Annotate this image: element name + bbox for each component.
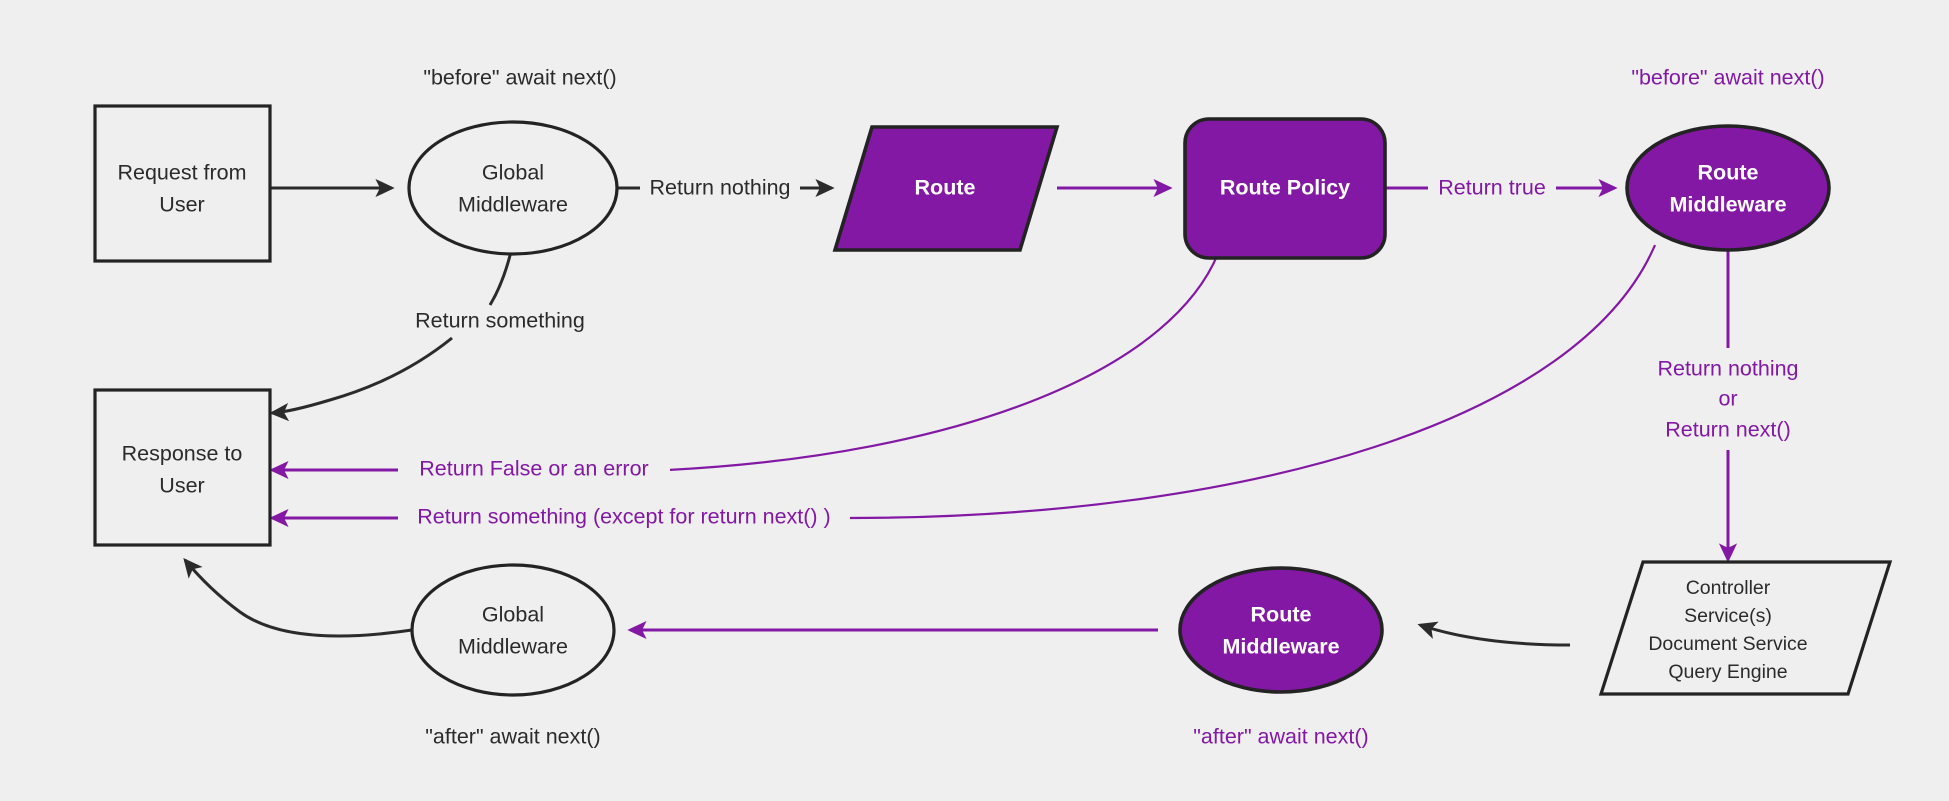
global-middleware-bottom-label-line2: Middleware [458, 635, 568, 659]
global-middleware-bottom-shape [410, 563, 616, 697]
edge-return-something-to-response [269, 336, 453, 422]
global-middleware-top-label-line2: Middleware [458, 193, 568, 217]
annotation-before-await-next-purple: "before" await next() [1631, 66, 1824, 90]
response-to-user-label-line2: User [159, 474, 204, 498]
annotation-after-await-next-dark: "after" await next() [425, 725, 600, 749]
edge-route-middleware-to-label-return-something-except [847, 244, 1657, 520]
route-policy-label: Route Policy [1220, 176, 1350, 200]
edge-label-return-nothing-or-next-line1: Return nothing [1657, 357, 1798, 381]
node-route[interactable]: Route [832, 125, 1060, 252]
controller-stack-label-line2: Service(s) [1684, 605, 1772, 627]
edge-label-return-something: Return something [415, 309, 585, 333]
route-middleware-bottom-label-line1: Route [1251, 603, 1312, 627]
request-from-user-label-line1: Request from [117, 161, 246, 185]
label-backdrop-return-something-except [398, 504, 850, 532]
controller-stack-shape [1598, 560, 1893, 696]
edge-label-return-false-or-error: Return False or an error [419, 457, 648, 481]
node-controller-stack[interactable]: Controller Service(s) Document Service Q… [1598, 560, 1893, 696]
edge-global-middleware-bottom-to-response [183, 557, 413, 638]
route-middleware-bottom-label-line2: Middleware [1222, 635, 1339, 659]
node-request-from-user[interactable]: Request from User [93, 104, 272, 263]
node-response-to-user[interactable]: Response to User [93, 388, 272, 547]
label-backdrop-return-false [398, 456, 670, 484]
global-middleware-bottom-label-line1: Global [482, 603, 544, 627]
node-route-middleware-bottom[interactable]: Route Middleware [1178, 566, 1384, 694]
edge-label-return-nothing: Return nothing [649, 176, 790, 200]
controller-stack-label-line1: Controller [1686, 577, 1771, 599]
annotation-after-await-next-purple: "after" await next() [1193, 725, 1368, 749]
route-shape [832, 125, 1060, 252]
edge-controller-to-route-middleware-bottom [1417, 621, 1571, 647]
edge-label-return-nothing-or-next-line3: Return next() [1665, 418, 1790, 442]
label-backdrop-return-nothing-or-next [1630, 352, 1828, 446]
annotation-before-await-next-dark: "before" await next() [423, 66, 616, 90]
edge-label-return-something-except-next: Return something (except for return next… [417, 505, 830, 529]
route-middleware-top-label-line2: Middleware [1669, 193, 1786, 217]
node-global-middleware-top[interactable]: Global Middleware [407, 120, 619, 256]
label-backdrop-return-true [1428, 174, 1556, 202]
response-to-user-shape [93, 388, 272, 547]
request-from-user-label-line2: User [159, 193, 204, 217]
route-label: Route [915, 176, 976, 200]
edge-label-return-true: Return true [1438, 176, 1546, 200]
route-middleware-top-label-line1: Route [1698, 161, 1759, 185]
request-from-user-shape [93, 104, 272, 263]
global-middleware-top-label-line1: Global [482, 161, 544, 185]
label-backdrop-return-nothing [640, 174, 800, 202]
route-policy-shape [1183, 117, 1387, 260]
node-global-middleware-bottom[interactable]: Global Middleware [410, 563, 616, 697]
response-to-user-label-line1: Response to [122, 442, 243, 466]
controller-stack-label-line4: Query Engine [1668, 661, 1787, 683]
node-route-middleware-top[interactable]: Route Middleware [1625, 124, 1831, 252]
node-route-policy[interactable]: Route Policy [1183, 117, 1387, 260]
global-middleware-top-shape [407, 120, 619, 256]
route-middleware-bottom-shape [1178, 566, 1384, 694]
edge-route-policy-to-label-return-false [667, 242, 1224, 472]
controller-stack-label-line3: Document Service [1648, 633, 1807, 655]
edge-label-return-nothing-or-next-line2: or [1718, 387, 1737, 411]
route-middleware-top-shape [1625, 124, 1831, 252]
